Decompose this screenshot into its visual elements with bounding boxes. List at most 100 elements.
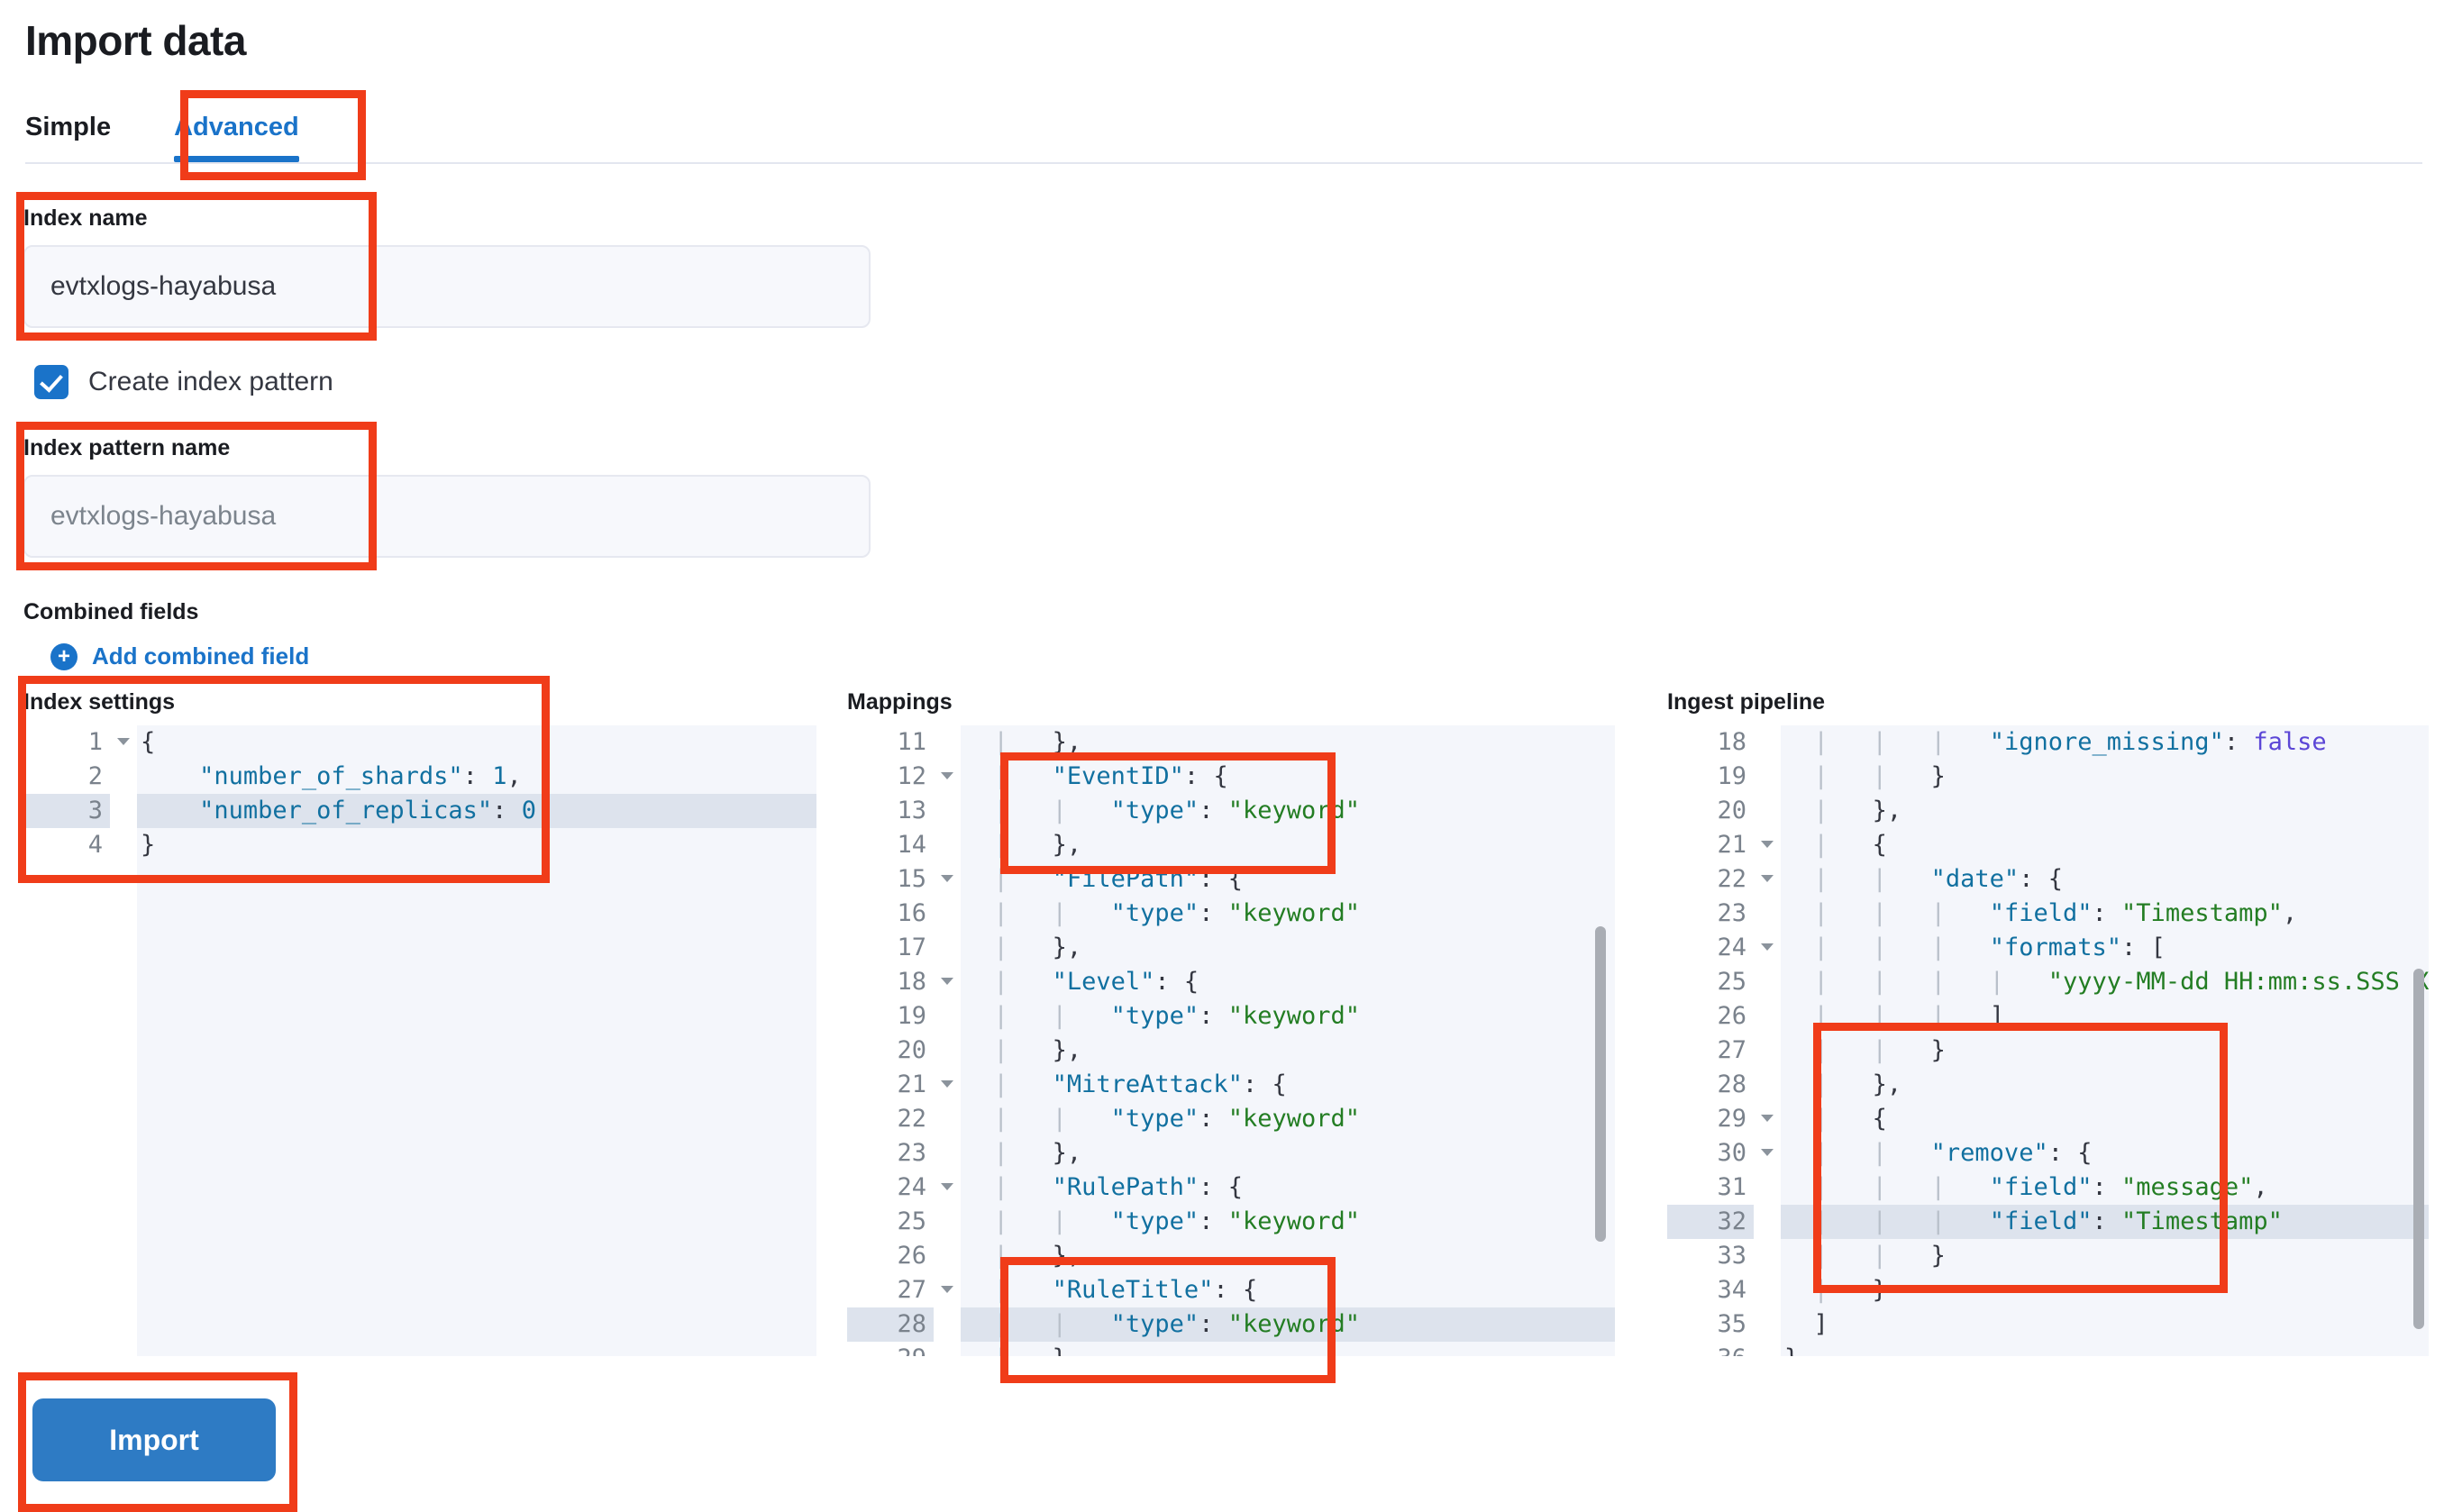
code-line: 22 | | "date": { bbox=[1667, 862, 2429, 897]
line-number: 27 bbox=[847, 1273, 953, 1307]
index-settings-editor[interactable]: 1{2 "number_of_shards": 1,3 "number_of_r… bbox=[23, 725, 816, 1356]
code-line: 28 | | "type": "keyword" bbox=[847, 1307, 1615, 1342]
code-text: | | "type": "keyword" bbox=[961, 999, 1615, 1034]
code-line: 27 | "RuleTitle": { bbox=[847, 1273, 1615, 1307]
add-combined-field-link[interactable]: + Add combined field bbox=[50, 642, 309, 670]
line-number: 29 bbox=[1667, 1102, 1774, 1136]
fold-arrow-icon[interactable] bbox=[1761, 943, 1774, 951]
line-number: 25 bbox=[847, 1205, 934, 1239]
line-number: 30 bbox=[1667, 1136, 1774, 1170]
code-text: | | "date": { bbox=[1781, 862, 2429, 897]
gutter-gap bbox=[934, 931, 961, 965]
fold-arrow-icon[interactable] bbox=[1761, 1115, 1774, 1122]
code-line: 21 | { bbox=[1667, 828, 2429, 862]
line-number: 2 bbox=[23, 760, 110, 794]
code-text: | }, bbox=[961, 931, 1615, 965]
fold-arrow-icon[interactable] bbox=[941, 772, 953, 779]
fold-arrow-icon[interactable] bbox=[1761, 841, 1774, 848]
code-text: | | "type": "keyword" bbox=[961, 794, 1615, 828]
line-number: 27 bbox=[1667, 1034, 1754, 1068]
code-text: | | | "field": "Timestamp" bbox=[1781, 1205, 2429, 1239]
code-line: 1{ bbox=[23, 725, 816, 760]
code-line: 25 | | | | "yyyy-MM-dd HH:mm:ss.SSS XXX" bbox=[1667, 965, 2429, 999]
gutter-filler bbox=[23, 862, 110, 1356]
code-text: | } bbox=[1781, 1273, 2429, 1307]
import-button[interactable]: Import bbox=[32, 1398, 276, 1481]
code-text: | | "remove": { bbox=[1781, 1136, 2429, 1170]
tab-divider bbox=[25, 162, 2422, 164]
line-number: 31 bbox=[1667, 1170, 1754, 1205]
line-number: 20 bbox=[1667, 794, 1754, 828]
fold-arrow-icon[interactable] bbox=[941, 1080, 953, 1088]
line-number: 20 bbox=[847, 1034, 934, 1068]
code-line: 23 | }, bbox=[847, 1136, 1615, 1170]
mappings-editor-scrollbar[interactable] bbox=[1595, 926, 1606, 1242]
code-line: 27 | | } bbox=[1667, 1034, 2429, 1068]
line-number: 24 bbox=[1667, 931, 1774, 965]
tab-simple[interactable]: Simple bbox=[25, 113, 112, 141]
code-line: 31 | | | "field": "message", bbox=[1667, 1170, 2429, 1205]
line-number: 1 bbox=[23, 725, 130, 760]
code-text: | | | "formats": [ bbox=[1781, 931, 2429, 965]
line-number: 28 bbox=[1667, 1068, 1754, 1102]
gutter-gap bbox=[1754, 1342, 1781, 1356]
code-line: 26 | }, bbox=[847, 1239, 1615, 1273]
code-line: 19 | | "type": "keyword" bbox=[847, 999, 1615, 1034]
line-number: 22 bbox=[847, 1102, 934, 1136]
code-line: 15 | "FilePath": { bbox=[847, 862, 1615, 897]
code-line: 24 | "RulePath": { bbox=[847, 1170, 1615, 1205]
code-line: 32 | | | "field": "Timestamp" bbox=[1667, 1205, 2429, 1239]
code-text: | "MitreAttack": { bbox=[961, 1068, 1615, 1102]
gutter-gap bbox=[934, 897, 961, 931]
fold-arrow-icon[interactable] bbox=[941, 978, 953, 985]
line-number: 24 bbox=[847, 1170, 953, 1205]
code-line: 20 | }, bbox=[847, 1034, 1615, 1068]
line-number: 16 bbox=[847, 897, 934, 931]
page-title: Import data bbox=[25, 17, 246, 64]
code-line: 24 | | | "formats": [ bbox=[1667, 931, 2429, 965]
combined-fields-label: Combined fields bbox=[23, 599, 199, 624]
fold-arrow-icon[interactable] bbox=[1761, 1149, 1774, 1156]
code-line: 12 | "EventID": { bbox=[847, 760, 1615, 794]
fold-arrow-icon[interactable] bbox=[1761, 875, 1774, 882]
tab-advanced[interactable]: Advanced bbox=[140, 113, 330, 162]
line-number: 19 bbox=[1667, 760, 1754, 794]
code-text: | }, bbox=[961, 1239, 1615, 1273]
create-index-pattern-checkbox-row[interactable]: Create index pattern bbox=[34, 365, 333, 399]
gutter-gap bbox=[110, 828, 137, 862]
checkbox-checked-icon[interactable] bbox=[34, 365, 68, 399]
code-line: 13 | | "type": "keyword" bbox=[847, 794, 1615, 828]
code-filler bbox=[137, 862, 816, 1356]
line-number: 33 bbox=[1667, 1239, 1754, 1273]
line-number: 35 bbox=[1667, 1307, 1754, 1342]
fold-arrow-icon[interactable] bbox=[941, 875, 953, 882]
fold-arrow-icon[interactable] bbox=[941, 1183, 953, 1190]
code-text: | | "type": "keyword" bbox=[961, 1205, 1615, 1239]
mappings-editor[interactable]: 11 | },12 | "EventID": {13 | | "type": "… bbox=[847, 725, 1615, 1356]
code-text: ] bbox=[1781, 1307, 2429, 1342]
gutter-gap bbox=[934, 725, 961, 760]
code-text: | }, bbox=[961, 725, 1615, 760]
index-name-input[interactable]: evtxlogs-hayabusa bbox=[23, 245, 871, 328]
code-text: | }, bbox=[961, 1342, 1615, 1356]
gutter-gap bbox=[934, 1136, 961, 1170]
code-line: 16 | | "type": "keyword" bbox=[847, 897, 1615, 931]
code-text: | | | | "yyyy-MM-dd HH:mm:ss.SSS XXX" bbox=[1781, 965, 2429, 999]
line-number: 18 bbox=[1667, 725, 1754, 760]
fold-arrow-icon[interactable] bbox=[117, 738, 130, 745]
fold-arrow-icon[interactable] bbox=[941, 1286, 953, 1293]
code-text: | "Level": { bbox=[961, 965, 1615, 999]
line-number: 32 bbox=[1667, 1205, 1754, 1239]
code-line: 11 | }, bbox=[847, 725, 1615, 760]
editor-empty-area bbox=[23, 862, 816, 1356]
code-text: | | } bbox=[1781, 1239, 2429, 1273]
line-number: 19 bbox=[847, 999, 934, 1034]
ingest-pipeline-editor-scrollbar[interactable] bbox=[2413, 969, 2424, 1329]
line-number: 15 bbox=[847, 862, 953, 897]
code-text: | "RulePath": { bbox=[961, 1170, 1615, 1205]
index-settings-title: Index settings bbox=[23, 689, 176, 715]
code-line: 14 | }, bbox=[847, 828, 1615, 862]
code-text: | "RuleTitle": { bbox=[961, 1273, 1615, 1307]
index-pattern-name-input[interactable]: evtxlogs-hayabusa bbox=[23, 475, 871, 558]
